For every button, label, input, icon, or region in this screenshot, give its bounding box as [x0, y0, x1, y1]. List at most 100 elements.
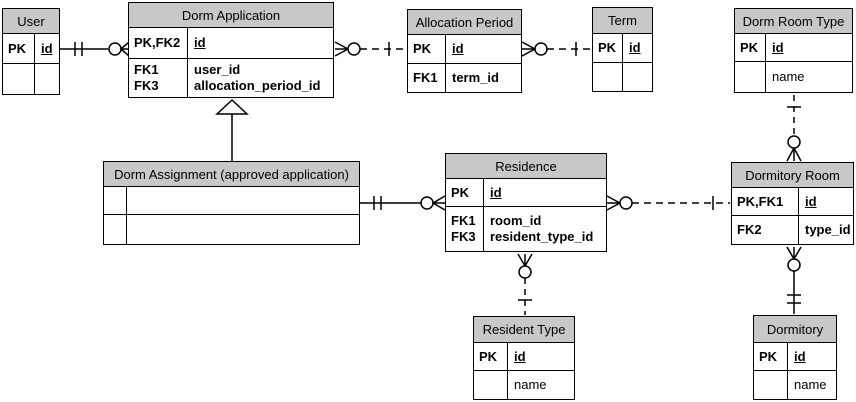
zero-cardinality-icon	[420, 196, 434, 210]
entity-allocation-period: Allocation Period PK id FK1 term_id	[407, 9, 522, 93]
attr-cell: id	[788, 343, 836, 370]
entity-dormitory-room: Dormitory Room PK,FK1 id FK2 type_id	[731, 162, 854, 245]
attr-cell	[623, 63, 652, 91]
entity-title: Resident Type	[474, 317, 574, 343]
zero-cardinality-icon	[347, 42, 361, 56]
key-label: PK	[479, 348, 498, 364]
entity-resident-type: Resident Type PK id name	[473, 316, 575, 400]
attr-cell: name	[766, 62, 852, 92]
key-label: PK	[598, 40, 617, 55]
attribute-row: FK1 FK3 user_id allocation_period_id	[129, 58, 333, 97]
attr-cell: term_id	[446, 64, 521, 92]
attribute-row: PK id	[474, 343, 574, 370]
zero-cardinality-icon	[619, 196, 633, 210]
relationship-dorm-application-allocation-period	[334, 41, 406, 57]
key-cell	[3, 64, 35, 94]
attribute-row: PK id	[735, 34, 852, 61]
attribute-row: PK id	[446, 179, 606, 206]
attribute-name: id	[490, 184, 502, 200]
key-label: FK3	[134, 78, 159, 93]
attribute-name: id	[805, 193, 817, 209]
attr-cell	[127, 187, 359, 214]
relationship-dorm-room-type-dormitory-room	[786, 95, 802, 162]
entity-residence: Residence PK id FK1 FK3 room_id resident…	[445, 153, 607, 252]
crow-foot-icon	[786, 246, 802, 260]
key-cell	[754, 371, 788, 399]
attribute-name: id	[452, 41, 464, 56]
attribute-name: id	[41, 40, 53, 56]
crow-foot-icon	[334, 41, 349, 57]
key-cell: PK	[593, 34, 623, 62]
key-label: PK	[8, 40, 27, 56]
key-label: FK1	[134, 62, 159, 77]
attr-cell: id	[766, 34, 852, 61]
entity-title: Dormitory Room	[732, 163, 853, 188]
attribute-name: type_id	[805, 222, 851, 237]
zero-cardinality-icon	[787, 258, 801, 272]
entity-user: User PK id	[2, 8, 60, 95]
key-cell: PK	[408, 35, 446, 63]
attribute-row	[104, 214, 359, 244]
entity-title: Residence	[446, 154, 606, 179]
attribute-row: name	[754, 370, 836, 399]
attr-cell	[127, 215, 359, 244]
attr-cell: type_id	[799, 216, 853, 244]
key-label: PK,FK2	[134, 35, 181, 50]
attr-cell: room_id resident_type_id	[484, 207, 606, 251]
entity-title: Term	[593, 8, 652, 34]
attribute-row: PK,FK2 id	[129, 28, 333, 58]
crow-foot-icon	[606, 195, 621, 211]
relationship-residence-dormitory-room	[606, 195, 730, 211]
attr-cell: user_id allocation_period_id	[188, 59, 333, 97]
relationship-user-dorm-application	[60, 41, 130, 57]
entity-title: Dorm Application	[129, 3, 333, 28]
attribute-name: user_id	[194, 62, 241, 77]
key-cell: PK	[754, 343, 788, 370]
key-label: FK3	[451, 229, 476, 244]
attribute-row: name	[735, 61, 852, 92]
relationship-residence-resident-type	[517, 253, 533, 315]
attribute-row: FK2 type_id	[732, 215, 853, 244]
attribute-row: FK1 FK3 room_id resident_type_id	[446, 206, 606, 251]
attribute-name: id	[629, 40, 641, 55]
key-cell: PK	[446, 179, 484, 206]
attr-cell: id	[799, 188, 853, 215]
attribute-row: PK id	[3, 34, 59, 63]
attribute-name: room_id	[490, 213, 542, 228]
entity-title: Dormitory	[754, 316, 836, 343]
attr-cell: id	[623, 34, 652, 62]
attr-cell: id	[35, 34, 59, 63]
attribute-name: name	[514, 377, 547, 392]
generalization-triangle-icon	[215, 98, 249, 115]
entity-title: Allocation Period	[408, 10, 521, 35]
attribute-row: FK1 term_id	[408, 63, 521, 92]
key-label: PK	[759, 348, 778, 364]
attr-cell: name	[508, 371, 574, 399]
key-label: PK	[740, 39, 759, 55]
key-cell: PK	[3, 34, 35, 63]
key-cell: FK1 FK3	[129, 59, 188, 97]
attribute-name: id	[514, 348, 526, 364]
crow-foot-icon	[517, 253, 533, 267]
one-and-only-one-ticks-icon	[787, 294, 801, 304]
entity-title: User	[3, 9, 59, 34]
key-label: PK,FK1	[737, 193, 784, 209]
one-and-only-one-ticks-icon	[74, 42, 83, 56]
key-cell	[735, 62, 766, 92]
zero-cardinality-icon	[108, 42, 122, 56]
entity-dorm-application: Dorm Application PK,FK2 id FK1 FK3 user_…	[128, 2, 334, 98]
zero-cardinality-icon	[534, 42, 548, 56]
key-label: FK1	[413, 70, 438, 85]
relationship-dorm-assignment-residence	[360, 195, 446, 211]
attr-cell: id	[484, 179, 606, 206]
key-cell: PK	[474, 343, 508, 370]
crow-foot-icon	[786, 147, 802, 162]
attribute-name: id	[194, 35, 206, 50]
attribute-row: name	[474, 370, 574, 399]
attribute-row: PK id	[593, 34, 652, 62]
key-label: PK	[413, 41, 432, 56]
attr-cell: id	[508, 343, 574, 370]
attr-cell: name	[788, 371, 836, 399]
attribute-row: PK id	[408, 35, 521, 63]
